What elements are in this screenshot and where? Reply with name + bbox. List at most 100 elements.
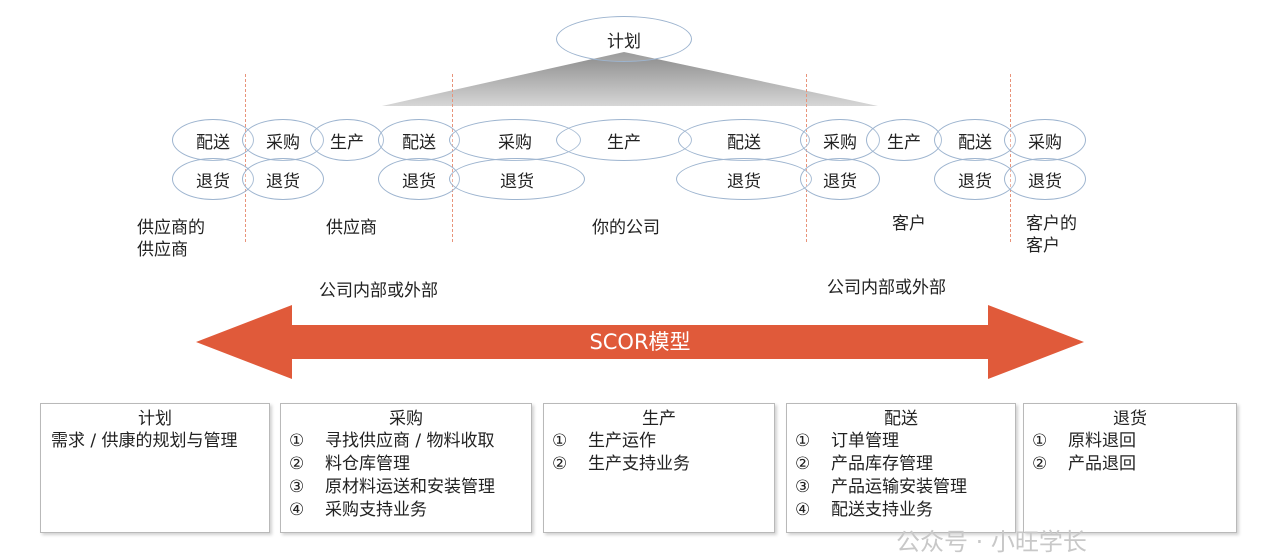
customer-of-customer-label: 客户的 客户 xyxy=(1026,213,1077,257)
process-label: 配送 xyxy=(402,132,436,153)
plan-label: 计划 xyxy=(607,31,641,52)
box-line-num: ② xyxy=(552,454,568,474)
box-line-text: 生产支持业务 xyxy=(588,454,690,474)
your-company-label: 你的公司 xyxy=(592,218,660,238)
separator-4 xyxy=(1010,74,1011,242)
process-label: 生产 xyxy=(330,132,364,153)
watermark: 公众号 · 小旺学长 xyxy=(896,528,1087,556)
scor-arrow xyxy=(196,305,1084,379)
box-line-num: ④ xyxy=(289,500,305,520)
box-line-text: 生产运作 xyxy=(588,431,656,451)
plan-ellipse: 计划 xyxy=(556,16,692,62)
box-line: ② 产品退回 xyxy=(1032,453,1228,476)
box-line: ② 料仓库管理 xyxy=(289,453,523,476)
process-label: 采购 xyxy=(266,132,300,153)
box-line-num: ② xyxy=(289,454,305,474)
make-box: 生产 ① 生产运作 ② 生产支持业务 xyxy=(543,403,775,533)
supplier-of-supplier-label: 供应商的 供应商 xyxy=(137,217,205,261)
box-line-num: ① xyxy=(795,431,811,451)
box-line-num: ① xyxy=(1032,431,1048,451)
process-label: 退货 xyxy=(266,171,300,192)
return-ellipse: 退货 xyxy=(676,158,812,200)
box-line: ③ 原材料运送和安装管理 xyxy=(289,476,523,499)
deliver-box: 配送 ① 订单管理 ② 产品库存管理 ③ 产品运输安装管理 ④ 配送支持业务 xyxy=(786,403,1016,533)
box-line-text: 原材料运送和安装管理 xyxy=(325,477,495,497)
process-label: 退货 xyxy=(500,171,534,192)
return-ellipse: 退货 xyxy=(1004,158,1086,200)
process-label: 采购 xyxy=(498,132,532,153)
box-line: ③ 产品运输安装管理 xyxy=(795,476,1007,499)
process-ellipse: 配送 xyxy=(934,119,1016,161)
return-box: 退货 ① 原料退回 ② 产品退回 xyxy=(1023,403,1237,533)
separator-2 xyxy=(452,74,453,242)
box-line-text: 需求 / 供康的规划与管理 xyxy=(51,431,238,451)
box-line-text: 订单管理 xyxy=(831,431,899,451)
entity-line: 供应商 xyxy=(137,240,188,260)
box-title: 计划 xyxy=(138,409,172,429)
process-ellipse: 生产 xyxy=(310,119,384,161)
customer-label: 客户 xyxy=(892,214,926,234)
box-line: ① 寻找供应商 / 物料收取 xyxy=(289,430,523,453)
box-line: ① 订单管理 xyxy=(795,430,1007,453)
box-line: ① 原料退回 xyxy=(1032,430,1228,453)
separator-1 xyxy=(245,74,246,242)
box-title: 采购 xyxy=(389,409,423,429)
box-line-num: ① xyxy=(289,431,305,451)
return-ellipse: 退货 xyxy=(934,158,1016,200)
box-line-num: ② xyxy=(795,454,811,474)
process-label: 生产 xyxy=(607,132,641,153)
process-label: 配送 xyxy=(958,132,992,153)
process-label: 配送 xyxy=(727,132,761,153)
process-label: 退货 xyxy=(196,171,230,192)
box-line-text: 产品运输安装管理 xyxy=(831,477,967,497)
process-label: 退货 xyxy=(727,171,761,192)
box-line-num: ③ xyxy=(289,477,305,497)
scope-left-label: 公司内部或外部 xyxy=(319,281,438,301)
process-label: 退货 xyxy=(1028,171,1062,192)
box-line-num: ② xyxy=(1032,454,1048,474)
box-line: ② 产品库存管理 xyxy=(795,453,1007,476)
box-title: 生产 xyxy=(642,409,676,429)
box-line: ② 生产支持业务 xyxy=(552,453,766,476)
box-line-num: ④ xyxy=(795,500,811,520)
process-ellipse: 采购 xyxy=(1004,119,1086,161)
box-line-num: ① xyxy=(552,431,568,451)
return-ellipse: 退货 xyxy=(172,158,254,200)
box-title: 退货 xyxy=(1113,409,1147,429)
return-ellipse: 退货 xyxy=(242,158,324,200)
process-label: 生产 xyxy=(887,132,921,153)
entity-line: 供应商的 xyxy=(137,218,205,238)
source-box: 采购 ① 寻找供应商 / 物料收取 ② 料仓库管理 ③ 原材料运送和安装管理 ④ 采购支… xyxy=(280,403,532,533)
scope-right-label: 公司内部或外部 xyxy=(827,278,946,298)
box-line-text: 产品退回 xyxy=(1068,454,1136,474)
scor-arrow-shape xyxy=(196,305,1084,379)
plan-triangle xyxy=(382,52,878,106)
process-ellipse: 生产 xyxy=(866,119,942,161)
process-ellipse: 配送 xyxy=(678,119,810,161)
box-title: 配送 xyxy=(884,409,918,429)
process-label: 采购 xyxy=(1028,132,1062,153)
process-label: 退货 xyxy=(823,171,857,192)
box-line-text: 采购支持业务 xyxy=(325,500,427,520)
box-line-text: 料仓库管理 xyxy=(325,454,410,474)
process-label: 退货 xyxy=(402,171,436,192)
box-line: ① 生产运作 xyxy=(552,430,766,453)
supplier-label: 供应商 xyxy=(326,218,377,238)
box-line-text: 原料退回 xyxy=(1068,431,1136,451)
box-line-text: 产品库存管理 xyxy=(831,454,933,474)
entity-line: 客户 xyxy=(1026,236,1060,256)
box-line-text: 寻找供应商 / 物料收取 xyxy=(325,431,495,451)
entity-line: 客户的 xyxy=(1026,214,1077,234)
box-line-text: 配送支持业务 xyxy=(831,500,933,520)
box-line: ④ 配送支持业务 xyxy=(795,499,1007,522)
box-line: 需求 / 供康的规划与管理 xyxy=(49,430,261,453)
box-line: ④ 采购支持业务 xyxy=(289,499,523,522)
return-ellipse: 退货 xyxy=(449,158,585,200)
process-ellipse: 配送 xyxy=(172,119,254,161)
box-line-num: ③ xyxy=(795,477,811,497)
return-ellipse: 退货 xyxy=(378,158,460,200)
separator-3 xyxy=(806,74,807,242)
scor-arrow-label: SCOR模型 xyxy=(589,330,691,354)
plan-box: 计划 需求 / 供康的规划与管理 xyxy=(40,403,270,533)
process-ellipse: 生产 xyxy=(556,119,692,161)
